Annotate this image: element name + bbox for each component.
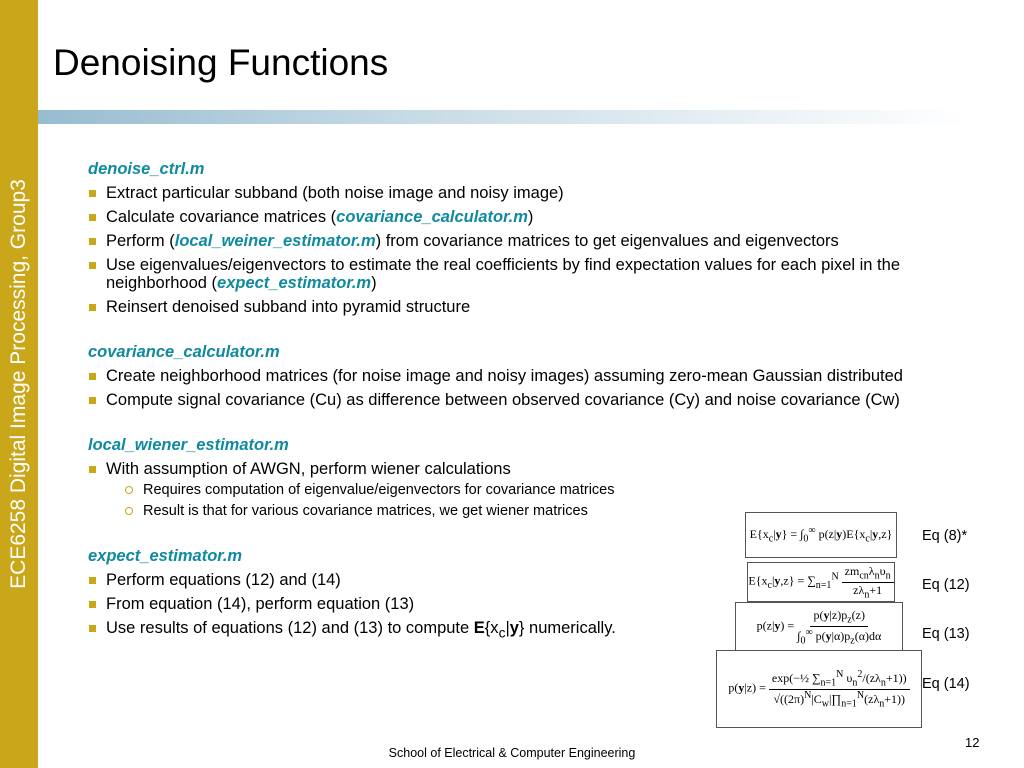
sidebar-text: ECE6258 Digital Image Processing, Group3 [7,179,30,589]
slide-content: denoise_ctrl.m Extract particular subban… [88,160,928,642]
bullet-list: Create neighborhood matrices (for noise … [88,367,928,409]
section-heading: expect_estimator.m [88,547,243,565]
equation-8-label: Eq (8)* [922,528,968,544]
square-bullet-icon [89,397,96,404]
slide-title: Denoising Functions [53,42,389,83]
equation-8-image: E{xc|y} = ∫0∞ p(z|y)E{xc|y,z} [745,512,897,558]
section-heading: denoise_ctrl.m [88,160,205,178]
list-item: Extract particular subband (both noise i… [88,184,928,202]
equation-13-label: Eq (13) [922,626,970,642]
list-item: With assumption of AWGN, perform wiener … [88,460,928,478]
section-heading: local_wiener_estimator.m [88,436,289,454]
list-item: Perform (local_weiner_estimator.m) from … [88,232,928,250]
square-bullet-icon [89,373,96,380]
bullet-list: With assumption of AWGN, perform wiener … [88,460,928,520]
page-number: 12 [965,735,980,750]
title-underline-bar [38,110,968,124]
bullet-list: Extract particular subband (both noise i… [88,184,928,316]
code-reference: covariance_calculator.m [336,208,528,226]
equation-14-label: Eq (14) [922,676,970,692]
square-bullet-icon [89,304,96,311]
square-bullet-icon [89,466,96,473]
square-bullet-icon [89,190,96,197]
list-item: From equation (14), perform equation (13… [88,595,928,613]
code-reference: local_weiner_estimator.m [174,232,376,250]
list-item: Reinsert denoised subband into pyramid s… [88,298,928,316]
list-item: Use eigenvalues/eigenvectors to estimate… [88,256,928,292]
sidebar: ECE6258 Digital Image Processing, Group3 [0,0,38,768]
equation-13-image: p(z|y) = p(y|z)pz(z)∫0∞ p(y|α)pz(α)dα [735,602,903,652]
circle-bullet-icon [125,507,133,515]
square-bullet-icon [89,262,96,269]
bullet-list: Perform equations (12) and (14) From equ… [88,571,928,642]
square-bullet-icon [89,238,96,245]
section-heading: covariance_calculator.m [88,343,280,361]
list-item: Compute signal covariance (Cu) as differ… [88,391,928,409]
square-bullet-icon [89,214,96,221]
sub-list-item: Result is that for various covariance ma… [88,502,928,520]
equation-14-image: p(y|z) = exp(−½ ∑n=1N υn2/(zλn+1))√((2π)… [716,650,922,728]
code-reference: expect_estimator.m [217,274,372,292]
equation-12-label: Eq (12) [922,577,970,593]
list-item: Use results of equations (12) and (13) t… [88,619,928,642]
sub-list-item: Requires computation of eigenvalue/eigen… [88,481,928,499]
list-item: Calculate covariance matrices (covarianc… [88,208,928,226]
list-item: Create neighborhood matrices (for noise … [88,367,928,385]
square-bullet-icon [89,625,96,632]
square-bullet-icon [89,577,96,584]
list-item: Perform equations (12) and (14) [88,571,928,589]
footer: School of Electrical & Computer Engineer… [388,746,636,760]
circle-bullet-icon [125,486,133,494]
square-bullet-icon [89,601,96,608]
